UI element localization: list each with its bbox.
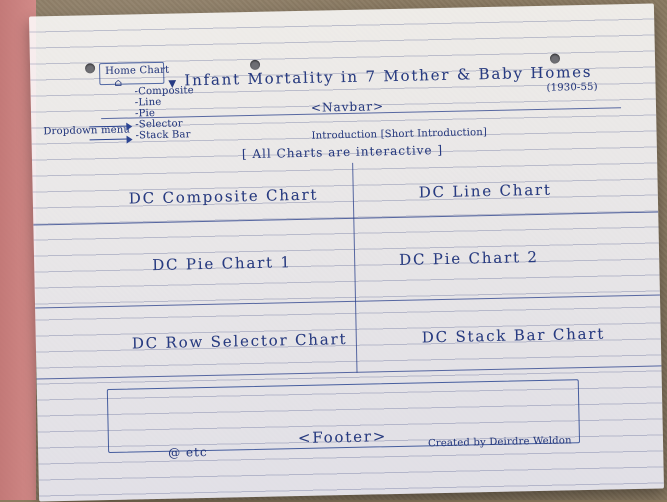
chart-slot-pie-2: DC Pie Chart 2 xyxy=(398,247,539,269)
grid-row-divider-3 xyxy=(36,365,662,380)
grid-row-divider-1 xyxy=(33,211,659,226)
grid-row-divider-2 xyxy=(35,294,660,309)
home-icon: ⌂ xyxy=(114,77,123,89)
chart-slot-pie-1: DC Pie Chart 1 xyxy=(152,253,292,275)
chart-slot-line: DC Line Chart xyxy=(418,180,552,202)
punch-hole xyxy=(249,59,261,70)
punch-hole xyxy=(84,63,96,74)
dropdown-item-pie: -Pie xyxy=(134,107,156,120)
chart-slot-row-selector: DC Row Selector Chart xyxy=(131,330,348,353)
notebook-page: Home Chart ⌂ ▼ Infant Mortality in 7 Mot… xyxy=(28,3,665,502)
dropdown-item-stack-bar: -Stack Bar xyxy=(135,129,191,142)
title-years: (1930-55) xyxy=(546,81,598,94)
page-title: Infant Mortality in 7 Mother & Baby Home… xyxy=(184,62,593,90)
grid-column-divider xyxy=(352,162,358,373)
home-chart-label: Home Chart xyxy=(105,64,170,78)
chart-slot-composite: DC Composite Chart xyxy=(128,185,319,208)
footer-right-text: Created by Deirdre Weldon xyxy=(427,435,572,450)
footer-center-text: <Footer> xyxy=(297,427,388,448)
interactive-note: [ All Charts are interactive ] xyxy=(241,142,444,162)
dropdown-item-composite: -Composite xyxy=(134,85,194,98)
punch-hole xyxy=(549,53,561,64)
footer-left-text: @ etc xyxy=(168,444,208,460)
intro-text: Introduction [Short Introduction] xyxy=(311,127,488,142)
dropdown-arrow-2 xyxy=(89,138,128,141)
dropdown-item-line: -Line xyxy=(134,96,162,109)
chart-slot-stack-bar: DC Stack Bar Chart xyxy=(421,324,606,347)
